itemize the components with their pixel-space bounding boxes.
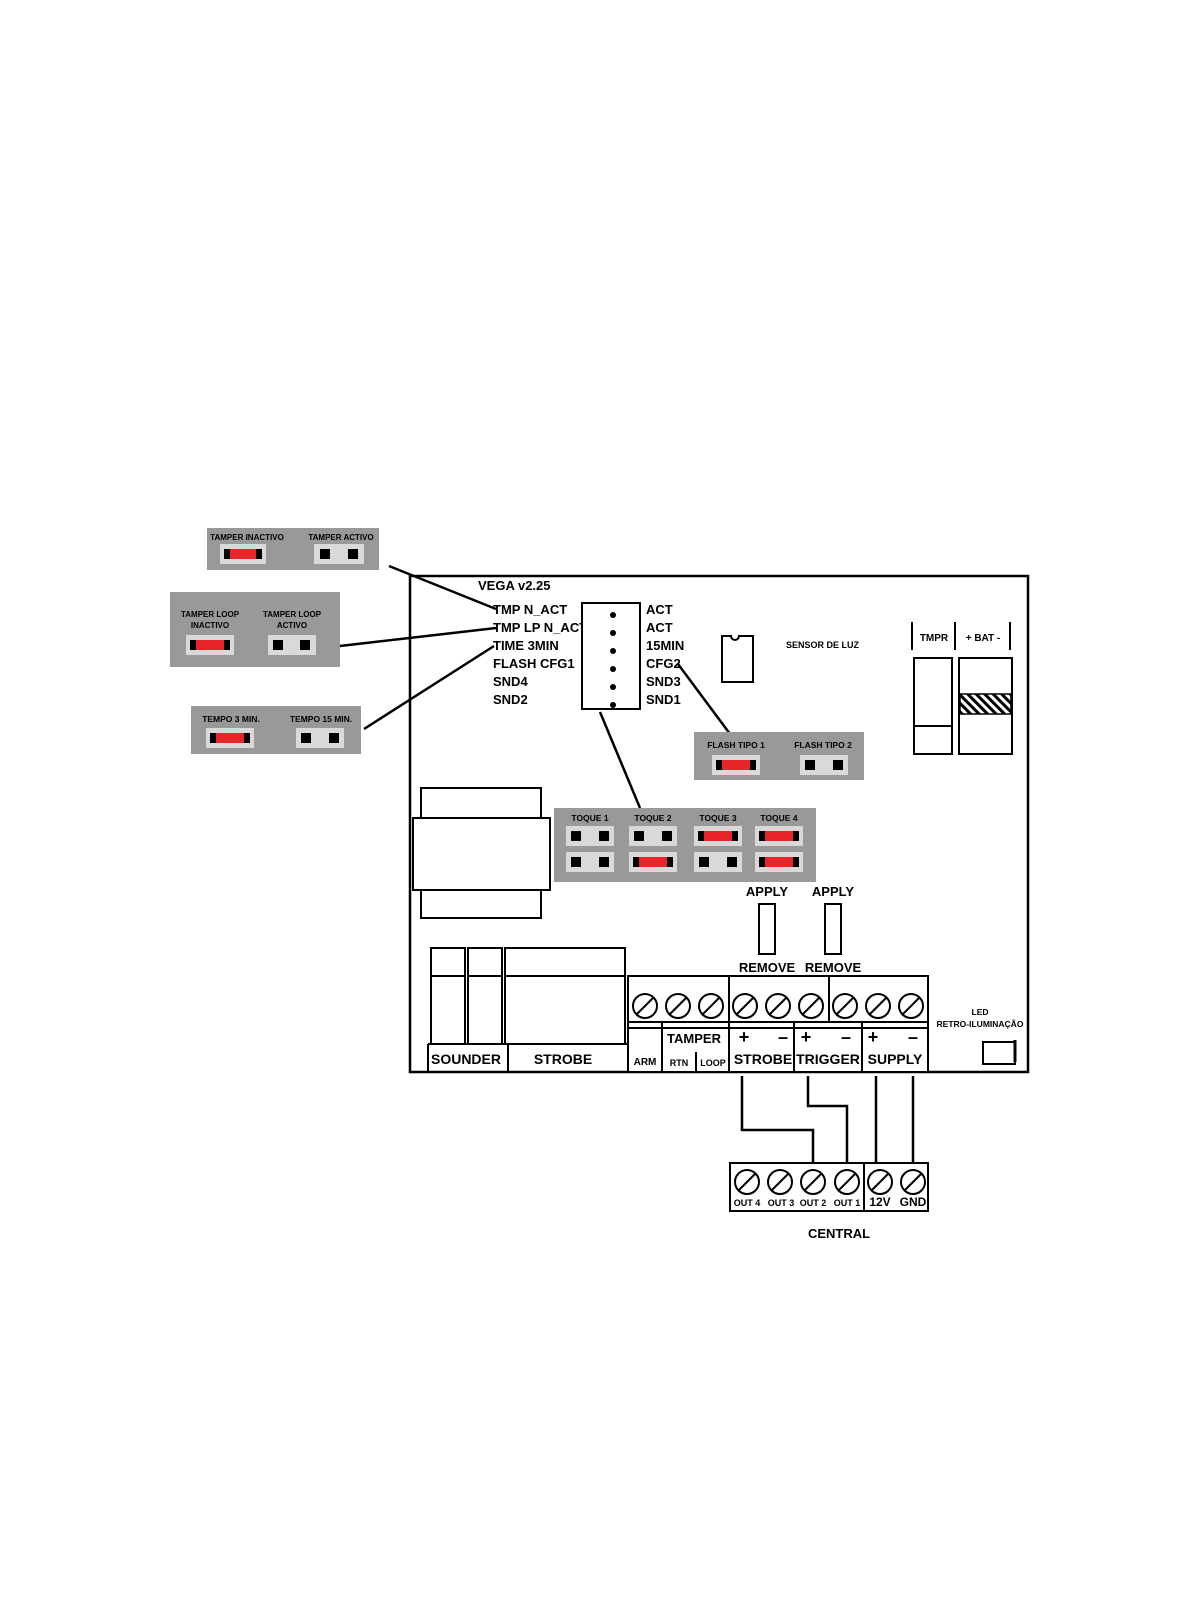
callout-tamper-loop: TAMPER LOOP INACTIVO TAMPER LOOP ACTIVO [170,592,340,667]
remove-label: REMOVE [739,960,796,975]
dip-label-left: TIME 3MIN [493,638,559,653]
tamper-loop-inactivo-label-1: TAMPER LOOP [181,610,240,619]
tamper-loop-activo-label-2: ACTIVO [277,621,307,630]
plus-sign: + [868,1027,879,1047]
sounder-strobe-connectors: SOUNDER STROBE [427,947,628,1072]
leader-flash [676,663,732,735]
dip-label-right: ACT [646,620,673,635]
central-terminal-label: OUT 3 [768,1198,795,1208]
tamper-inactivo-label: TAMPER INACTIVO [210,533,284,542]
dip-label-left: FLASH CFG1 [493,656,575,671]
dip-switch-dots [610,612,616,708]
flash-tipo-1-label: FLASH TIPO 1 [707,740,765,750]
screw-icon [734,1169,760,1195]
leader-toque [598,711,642,809]
dip-labels-left: TMP N_ACT TMP LP N_ACT TIME 3MIN FLASH C… [493,602,587,707]
plus-sign: + [801,1027,812,1047]
screw-icon [834,1169,860,1195]
screw-icon [865,993,891,1019]
leader-tamper [388,564,497,611]
minus-sign: – [778,1027,788,1047]
central-label: CENTRAL [808,1226,870,1241]
screw-icon [765,993,791,1019]
dip-label-left: TMP N_ACT [493,602,567,617]
toque-1-label: TOQUE 1 [571,813,608,823]
central-terminal-label: 12V [869,1195,890,1209]
terminal-arm-label: ARM [634,1057,657,1068]
callout-tempo: TEMPO 3 MIN. TEMPO 15 MIN. [191,706,361,754]
dip-label-right: CFG2 [646,656,681,671]
screw-icon [832,993,858,1019]
tempo-3-label: TEMPO 3 MIN. [202,714,260,724]
terminal-supply-label: SUPPLY [868,1051,923,1067]
bat-label: + BAT - [966,633,1001,644]
dip-switch [581,602,641,710]
leader-tamper-loop [339,626,497,648]
terminal-loop-label: LOOP [700,1058,726,1068]
terminal-tamper-label: TAMPER [667,1031,722,1046]
led-label-line1: LED [972,1007,989,1017]
led-icon [982,1041,1016,1065]
apply-label: APPLY [812,884,854,899]
screw-icon [767,1169,793,1195]
screw-icon [665,993,691,1019]
toque-3-label: TOQUE 3 [699,813,736,823]
callout-flash: FLASH TIPO 1 FLASH TIPO 2 [694,732,864,780]
screw-icon [798,993,824,1019]
tempo-15-label: TEMPO 15 MIN. [290,714,352,724]
dip-label-left: TMP LP N_ACT [493,620,587,635]
terminal-strobe-label: STROBE [734,1051,792,1067]
dip-label-right: ACT [646,602,673,617]
strobe-block-label: STROBE [534,1051,592,1067]
toque-4-label: TOQUE 4 [760,813,797,823]
terminal-trigger-label: TRIGGER [796,1051,860,1067]
tmpr-label: TMPR [920,633,949,644]
remove-label: REMOVE [805,960,862,975]
screw-icon [632,993,658,1019]
apply-remove-strobe: APPLY REMOVE [739,884,796,975]
screw-icon [898,993,924,1019]
sensor-label: SENSOR DE LUZ [786,640,860,650]
screw-icon [800,1169,826,1195]
toque-2-label: TOQUE 2 [634,813,671,823]
plus-sign: + [739,1027,750,1047]
tamper-loop-inactivo-label-2: INACTIVO [191,621,229,630]
transformer [412,787,551,919]
screw-icon [867,1169,893,1195]
screw-icon [732,993,758,1019]
central-terminal-label: OUT 1 [834,1198,861,1208]
central-terminal-label: OUT 2 [800,1198,827,1208]
central-terminal-label: OUT 4 [734,1198,761,1208]
wires [740,1076,915,1162]
sounder-label: SOUNDER [431,1051,501,1067]
minus-sign: – [908,1027,918,1047]
dip-label-right: SND1 [646,692,681,707]
dip-label-right: 15MIN [646,638,684,653]
dip-labels-right: ACT ACT 15MIN CFG2 SND3 SND1 [646,602,684,707]
callout-toque: TOQUE 1 TOQUE 2 TOQUE 3 TOQUE 4 [554,808,816,882]
callout-tamper: TAMPER INACTIVO TAMPER ACTIVO [207,528,379,570]
screw-icon [900,1169,926,1195]
apply-label: APPLY [746,884,788,899]
apply-remove-trigger: APPLY REMOVE [805,884,862,975]
dip-label-left: SND4 [493,674,528,689]
dip-label-left: SND2 [493,692,528,707]
terminal-rtn-label: RTN [670,1058,689,1068]
flash-tipo-2-label: FLASH TIPO 2 [794,740,852,750]
screw-icon [698,993,724,1019]
minus-sign: – [841,1027,851,1047]
led-label-line2: RETRO-ILUMINAÇÃO [937,1019,1024,1029]
central-terminal-label: GND [900,1195,927,1209]
board-title: VEGA v2.25 [478,578,551,593]
tamper-loop-activo-label-1: TAMPER LOOP [263,610,322,619]
tamper-switch [913,657,953,755]
tamper-activo-label: TAMPER ACTIVO [308,533,373,542]
leader-tempo [363,644,495,731]
central-terminal-block: OUT 4 OUT 3 OUT 2 OUT 1 12V GND [729,1162,929,1212]
light-sensor [721,635,754,683]
dip-label-right: SND3 [646,674,681,689]
terminal-block: ARM TAMPER RTN LOOP + – + – + – STROBE T… [627,975,929,1073]
battery-connector [958,657,1013,755]
